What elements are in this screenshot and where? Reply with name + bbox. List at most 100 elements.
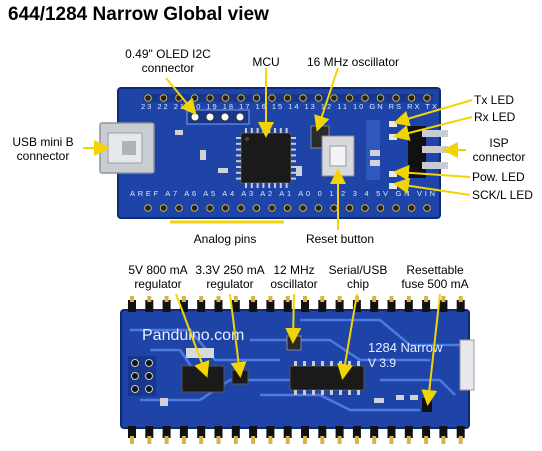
pin <box>318 300 327 312</box>
label-osc12-line1: 12 MHz <box>273 263 315 277</box>
pin <box>339 390 342 395</box>
pin <box>179 300 188 312</box>
pin <box>249 426 258 438</box>
serial-usb-chip <box>289 361 365 395</box>
pin-pad <box>423 204 431 212</box>
label-usb-line1: USB mini B <box>12 135 74 149</box>
label-reset-button: Reset button <box>305 232 375 246</box>
pin <box>291 137 296 139</box>
label-usb-connector: USB mini B connector <box>3 135 83 163</box>
label-isp-line1: ISP <box>489 136 509 150</box>
pin <box>233 296 238 302</box>
pin <box>231 426 240 438</box>
pin <box>216 296 221 302</box>
pin <box>162 426 171 438</box>
pin <box>147 436 152 444</box>
pin <box>181 436 186 444</box>
label-reg33-line1: 3.3V 250 mA <box>195 263 265 277</box>
pin <box>339 361 342 366</box>
isp-connector <box>408 126 448 178</box>
pin <box>372 296 377 302</box>
label-tx-led: Tx LED <box>474 93 515 107</box>
pin <box>216 436 221 444</box>
pin-pad <box>283 94 292 102</box>
label-oled-line2: connector <box>141 61 195 75</box>
pin-pad <box>376 204 385 212</box>
pin <box>197 426 206 438</box>
pin <box>214 300 223 312</box>
pin-pad <box>221 94 230 102</box>
pin-pad <box>392 204 400 212</box>
pin <box>245 183 247 188</box>
pin <box>179 426 188 438</box>
pin <box>285 183 288 188</box>
model-text: 1284 Narrow <box>368 340 443 355</box>
label-reg5-line2: regulator <box>134 277 182 291</box>
pin <box>291 171 296 174</box>
pin <box>456 300 465 312</box>
pin <box>303 390 306 395</box>
pin-pad <box>407 204 416 212</box>
label-rx-led: Rx LED <box>474 110 516 124</box>
pin <box>294 390 297 395</box>
pin <box>312 390 315 395</box>
pin-pad <box>237 94 245 102</box>
pin <box>458 436 463 444</box>
pin <box>320 296 325 302</box>
version-text: V 3.9 <box>368 356 396 370</box>
pin <box>352 426 361 438</box>
pin <box>321 390 324 395</box>
pin-pad <box>361 94 369 102</box>
pin <box>162 300 171 312</box>
pin <box>236 137 241 139</box>
reset-button <box>321 135 355 177</box>
pin <box>441 436 446 444</box>
pin-pad <box>206 204 214 212</box>
page-title: 644/1284 Narrow Global view <box>8 4 269 25</box>
pin <box>439 300 448 312</box>
pin-pad <box>345 94 354 102</box>
pin <box>354 436 359 444</box>
oled-connector <box>186 109 250 125</box>
pin <box>387 426 396 438</box>
pin-pad <box>175 204 183 212</box>
pin-pad <box>252 204 261 212</box>
pin <box>262 183 265 188</box>
pin <box>145 300 154 312</box>
pin <box>370 426 379 438</box>
pin <box>424 436 429 444</box>
pin <box>335 300 344 312</box>
label-oled-connector: 0.49" OLED I2C connector <box>114 47 222 75</box>
top-callout-arrows <box>83 67 473 230</box>
pin <box>303 436 307 444</box>
pin <box>301 300 309 312</box>
pin-pad <box>330 204 338 212</box>
pin <box>458 296 463 302</box>
pin <box>389 436 394 444</box>
pin-pad <box>299 204 307 212</box>
pin <box>370 300 379 312</box>
pin <box>456 426 465 438</box>
pin-pad <box>268 204 276 212</box>
pin <box>181 296 186 302</box>
usb-connector-edge <box>459 339 475 391</box>
pin <box>348 390 351 395</box>
pin <box>404 300 413 312</box>
pin <box>250 128 253 133</box>
label-reg33-line2: regulator <box>206 277 254 291</box>
pin <box>291 148 296 151</box>
pin <box>236 177 241 180</box>
bottom-pin-labels: AREF A7 A6 A5 A4 A3 A2 A1 A0 0 1 2 3 4 5… <box>130 189 435 198</box>
six-pin-header <box>128 356 156 396</box>
pin <box>291 166 296 168</box>
pin <box>337 436 342 444</box>
pin <box>256 183 259 188</box>
pin <box>285 436 290 444</box>
pin <box>285 296 290 302</box>
label-16mhz-oscillator: 16 MHz oscillator <box>306 55 400 69</box>
pin <box>283 300 292 312</box>
pin-pad <box>190 94 199 102</box>
pin <box>128 426 136 438</box>
pin <box>321 361 324 366</box>
pin <box>128 300 136 312</box>
